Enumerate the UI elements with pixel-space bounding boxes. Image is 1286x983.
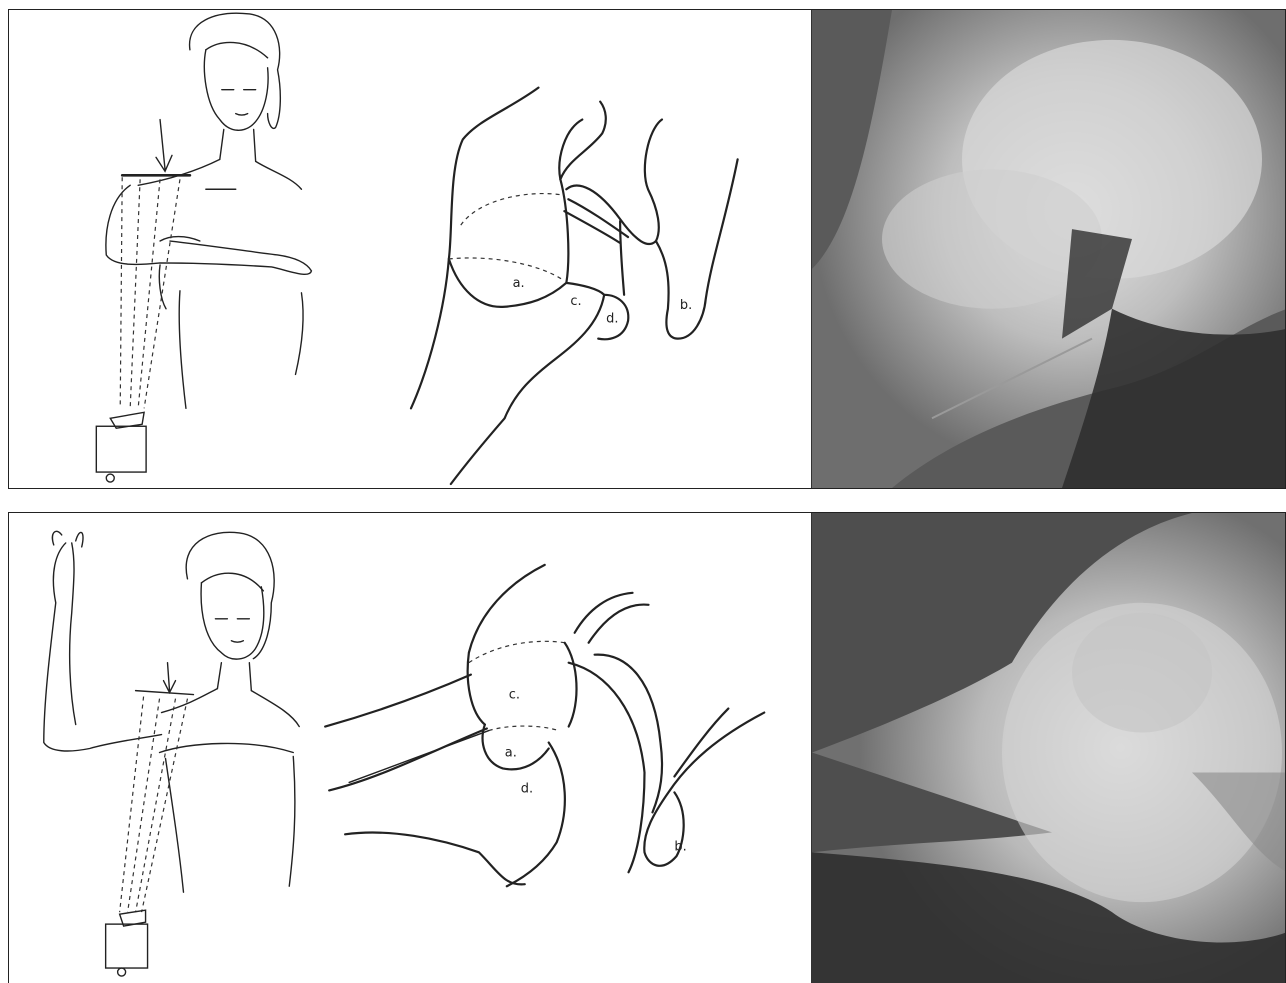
label-c: c. bbox=[570, 294, 581, 309]
xray-beam bbox=[120, 697, 188, 913]
top-positioning-illustration: a. b. c. d. bbox=[9, 10, 812, 488]
xray-tube bbox=[106, 910, 148, 976]
label-d: d. bbox=[521, 781, 533, 796]
label-a: a. bbox=[505, 745, 517, 760]
xray-tube bbox=[96, 412, 146, 482]
label-d: d. bbox=[606, 312, 618, 327]
central-ray-marker bbox=[122, 120, 190, 176]
top-radiograph bbox=[812, 10, 1286, 488]
shoulder-joint-outline: c. a. d. b. bbox=[325, 565, 764, 886]
patient-figure bbox=[44, 531, 299, 892]
label-b: b. bbox=[680, 298, 692, 313]
bottom-panel: c. a. d. b. bbox=[8, 512, 1286, 983]
bottom-positioning-illustration: c. a. d. b. bbox=[9, 513, 812, 983]
label-c: c. bbox=[509, 688, 520, 703]
label-b: b. bbox=[674, 839, 686, 854]
bottom-radiograph bbox=[812, 513, 1286, 983]
patient-figure bbox=[106, 13, 312, 408]
shoulder-joint-outline: a. b. c. d. bbox=[411, 88, 738, 484]
xray-beam bbox=[120, 177, 180, 408]
top-panel: a. b. c. d. bbox=[8, 9, 1286, 489]
central-ray-marker bbox=[136, 663, 194, 695]
label-a: a. bbox=[513, 276, 525, 291]
